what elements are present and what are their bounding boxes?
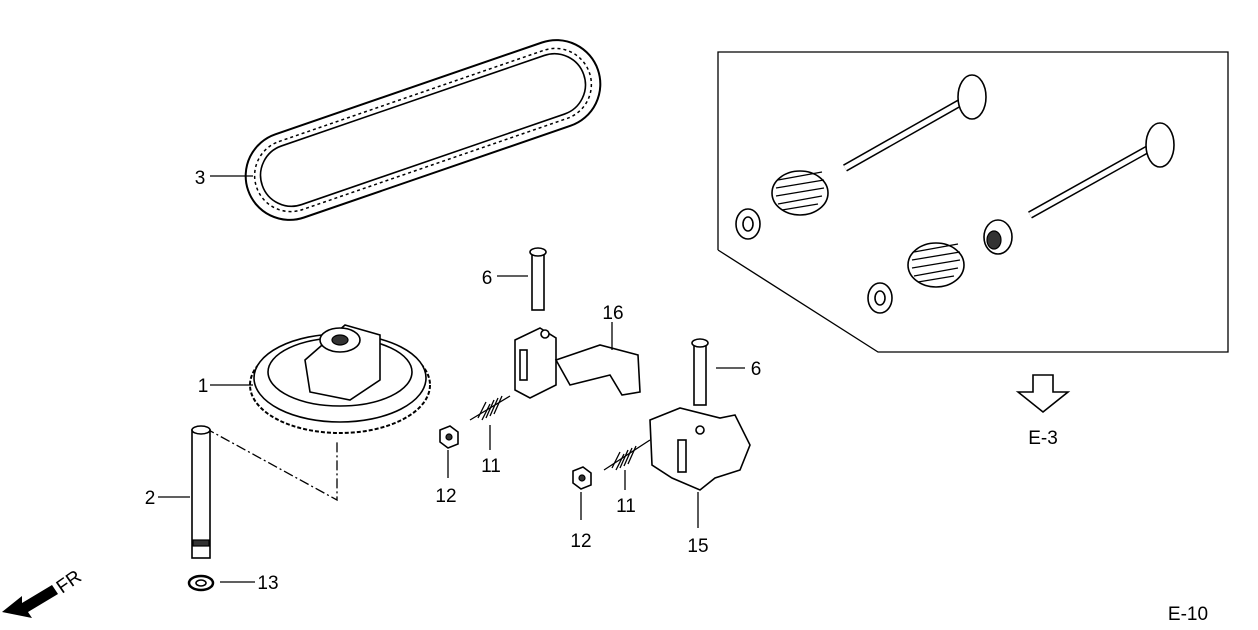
valve-upper xyxy=(843,74,987,172)
nut-lower xyxy=(572,466,592,490)
assembly-line xyxy=(204,427,338,502)
nut-upper xyxy=(439,425,459,449)
label-washer: 13 xyxy=(257,573,278,594)
direction-label: FR xyxy=(53,566,86,598)
label-rocker-upper: 16 xyxy=(602,303,623,324)
label-camshaft-pulley: 1 xyxy=(198,376,209,397)
timing-belt xyxy=(244,39,602,221)
label-spring-upper: 11 xyxy=(481,456,501,477)
label-pin-lower: 6 xyxy=(751,359,762,380)
pin-lower xyxy=(691,338,709,406)
label-spring-lower: 11 xyxy=(616,496,636,517)
valve-lower xyxy=(1028,122,1175,219)
rocker-arm-lower xyxy=(649,407,751,491)
label-belt: 3 xyxy=(195,168,206,189)
valve-seal xyxy=(983,219,1013,255)
valve-retainer-upper xyxy=(735,208,761,240)
reference-arrow-e3[interactable]: E-3 xyxy=(1015,374,1071,449)
reference-label: E-3 xyxy=(1028,428,1058,449)
valve-spring-lower xyxy=(907,242,965,288)
down-arrow-icon xyxy=(1015,374,1071,414)
washer xyxy=(187,574,215,592)
shaft xyxy=(191,425,211,559)
label-nut-upper: 12 xyxy=(435,486,456,507)
spring-upper xyxy=(469,395,511,421)
label-shaft: 2 xyxy=(145,488,156,509)
page-reference: E-10 xyxy=(1168,604,1208,625)
label-rocker-lower: 15 xyxy=(687,536,708,557)
spring-lower xyxy=(603,439,651,471)
front-direction-indicator: FR xyxy=(2,566,86,618)
valve-retainer-lower xyxy=(867,282,893,314)
rocker-arm-upper xyxy=(514,327,641,399)
valve-spring-upper xyxy=(771,170,829,216)
label-pin-upper: 6 xyxy=(482,268,493,289)
label-nut-lower: 12 xyxy=(570,531,591,552)
pin-upper xyxy=(529,247,547,311)
camshaft-pulley xyxy=(249,324,431,434)
front-arrow-icon xyxy=(2,585,58,618)
valve-inset-box xyxy=(717,51,1229,353)
